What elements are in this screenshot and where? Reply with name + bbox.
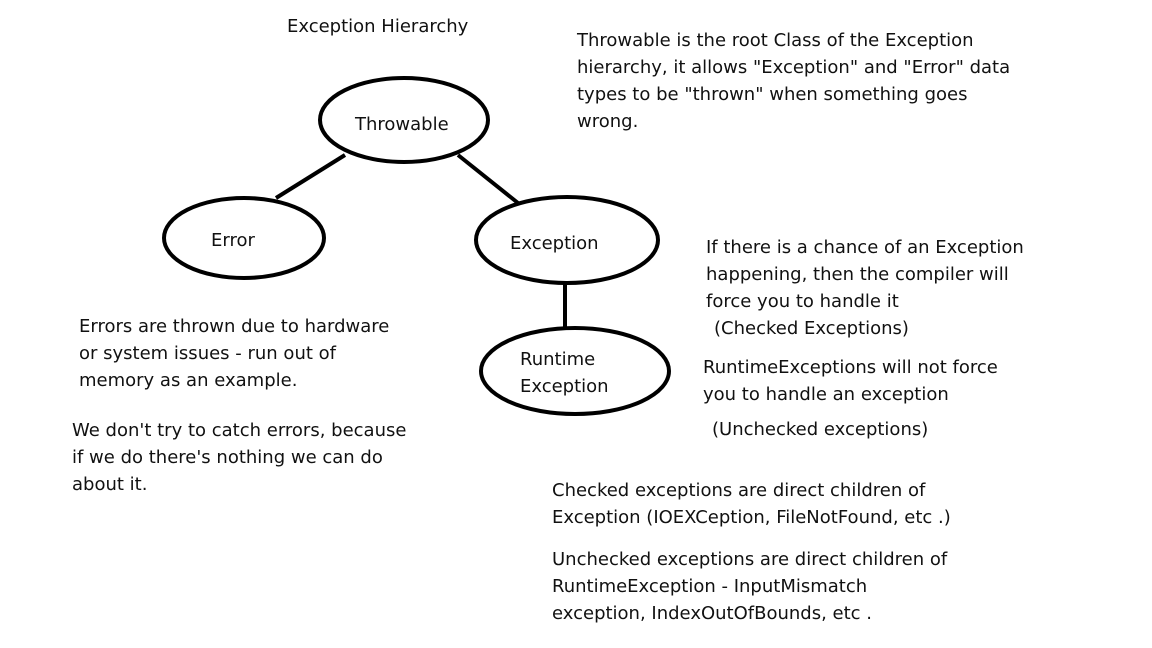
runtime-note-line: RuntimeExceptions will not force [703, 357, 998, 378]
dont-catch-note-line: about it. [72, 474, 148, 495]
checked-note-line: (Checked Exceptions) [714, 318, 909, 339]
node-throwable-ellipse [318, 76, 490, 164]
throwable-note-line: wrong. [577, 111, 639, 132]
errors-note-line: or system issues - run out of [79, 343, 336, 364]
checked-children-line: Checked exceptions are direct children o… [552, 480, 926, 501]
node-runtime-exception-ellipse [479, 326, 671, 416]
throwable-note-line: types to be "thrown" when something goes [577, 84, 968, 105]
node-error-ellipse [162, 196, 326, 280]
throwable-note-line: hierarchy, it allows "Exception" and "Er… [577, 57, 1011, 78]
node-error-label: Error [211, 230, 255, 251]
node-runtime-exception-label: Runtime Exception [520, 349, 609, 397]
unchecked-children-line: RuntimeException - InputMismatch [552, 576, 868, 597]
checked-note-line: If there is a chance of an Exception [706, 237, 1024, 258]
edge-throwable-exception [456, 153, 520, 205]
edge-throwable-error [274, 153, 347, 200]
node-throwable-label: Throwable [355, 114, 449, 135]
dont-catch-note-line: if we do there's nothing we can do [72, 447, 383, 468]
unchecked-children-line: exception, IndexOutOfBounds, etc . [552, 603, 873, 624]
page-title: Exception Hierarchy [287, 16, 469, 37]
checked-note-line: force you to handle it [706, 291, 899, 312]
errors-note-line: Errors are thrown due to hardware [79, 316, 390, 337]
unchecked-tag: (Unchecked exceptions) [712, 419, 929, 440]
node-exception-label: Exception [510, 233, 599, 254]
checked-note-line: happening, then the compiler will [706, 264, 1009, 285]
runtime-note-line: you to handle an exception [703, 384, 949, 405]
throwable-note-line: Throwable is the root Class of the Excep… [577, 30, 974, 51]
dont-catch-note-line: We don't try to catch errors, because [72, 420, 407, 441]
checked-children-line: Exception (IOEXCeption, FileNotFound, et… [552, 507, 951, 528]
unchecked-children-line: Unchecked exceptions are direct children… [552, 549, 948, 570]
node-exception-ellipse [474, 195, 660, 285]
errors-note-line: memory as an example. [79, 370, 298, 391]
